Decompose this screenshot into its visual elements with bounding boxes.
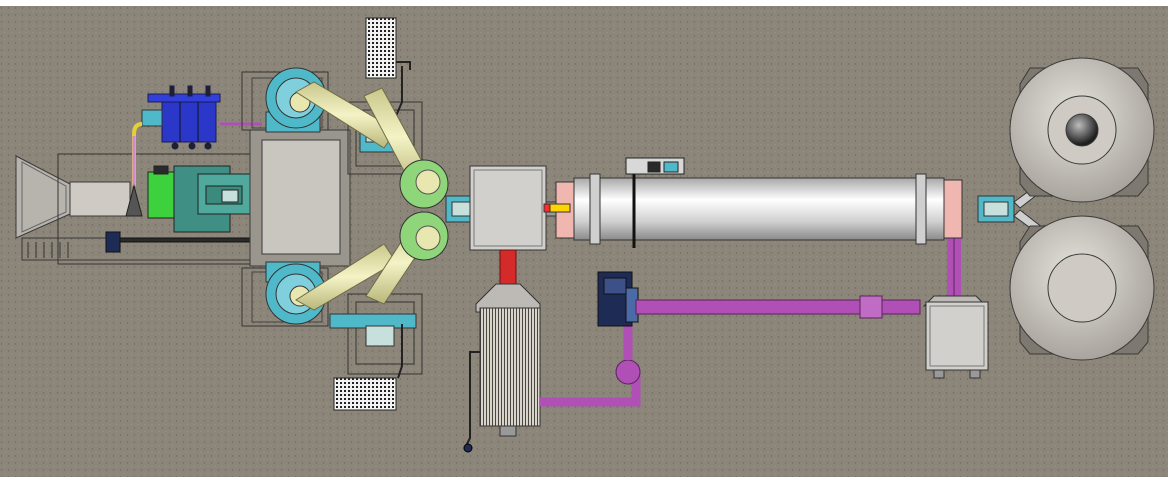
central-housing xyxy=(249,129,351,267)
cyclone-box xyxy=(469,165,557,251)
lower-blower xyxy=(241,261,329,327)
upper-drum xyxy=(1009,57,1155,203)
upper-green-ring xyxy=(399,159,449,209)
rotary-dryer xyxy=(543,172,963,248)
control-panel xyxy=(625,157,685,175)
yellow-feed-line xyxy=(132,122,143,186)
lower-drum xyxy=(1009,215,1155,361)
plant-layout-drawing xyxy=(0,6,1168,477)
blue-tank-unit xyxy=(141,85,221,150)
upper-mesh-filter xyxy=(365,17,397,79)
blue-blower xyxy=(597,271,639,327)
magenta-main-pipe xyxy=(635,299,921,315)
lower-mesh-filter xyxy=(333,377,397,411)
bag-filter-box xyxy=(922,295,989,379)
magenta-bulb xyxy=(615,359,641,385)
finned-cooler xyxy=(479,307,541,427)
red-duct xyxy=(499,249,517,285)
lower-green-ring xyxy=(399,211,449,261)
